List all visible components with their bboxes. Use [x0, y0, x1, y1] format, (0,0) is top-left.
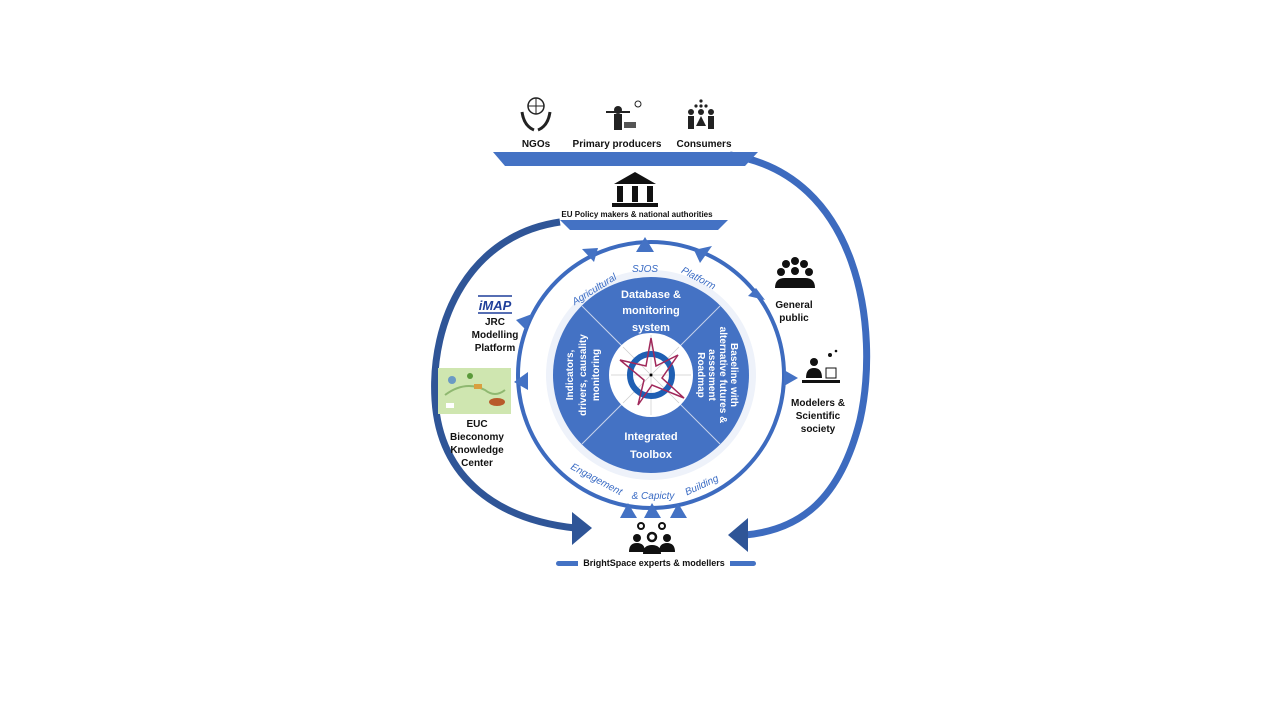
- quadrant-right-line4: Roadmap: [695, 352, 706, 398]
- quadrant-bottom-line2: Toolbox: [630, 449, 673, 461]
- quadrant-top-line2: monitoring: [622, 305, 679, 317]
- quadrant-top-line3: system: [632, 322, 670, 334]
- consumers-label: Consumers: [676, 139, 731, 150]
- left-arc-arrowhead: [572, 512, 592, 545]
- quadrant-bottom-line1: Integrated: [624, 431, 677, 443]
- general-public-crowd-icon: [775, 257, 815, 288]
- modeler-desk-icon: [802, 349, 840, 383]
- ring-arrowheads: [514, 237, 798, 518]
- modelers-line3: society: [801, 424, 836, 435]
- consumers-group-icon: [688, 99, 714, 129]
- primary-producers-label: Primary producers: [573, 139, 662, 150]
- svg-text:iMAP: iMAP: [479, 298, 512, 313]
- euc-line1: EUC: [466, 419, 487, 430]
- jrc-line2: Modelling: [472, 330, 519, 341]
- ring-label-sjos: SJOS: [632, 264, 658, 275]
- imap-logo: iMAP: [478, 295, 512, 314]
- general-public-line2: public: [779, 313, 809, 324]
- modelers-line2: Scientific: [796, 411, 841, 422]
- left-flow-arc: [431, 218, 576, 532]
- quadrant-left-line1: Indicators,: [565, 350, 576, 401]
- ngo-globe-hands-icon: [520, 97, 552, 132]
- quadrant-left-line2: drivers, causality: [578, 334, 589, 416]
- right-arc-arrowhead: [728, 518, 748, 552]
- jrc-line3: Platform: [475, 343, 516, 354]
- top-group-bar: [493, 152, 758, 166]
- quadrant-right-line3: assesment: [706, 349, 717, 401]
- euc-map-illustration: [438, 368, 511, 414]
- experts-gears-team-icon: [629, 522, 675, 554]
- policy-label: EU Policy makers & national authorities: [561, 210, 713, 219]
- bottom-label: BrightSpace experts & modellers: [583, 558, 725, 568]
- policy-bar: [560, 220, 728, 230]
- government-building-icon: [612, 172, 658, 207]
- euc-line3: Knowledge: [450, 445, 504, 456]
- radar-chart-icon: [611, 335, 691, 415]
- euc-line4: Center: [461, 458, 493, 469]
- general-public-line1: General: [775, 300, 812, 311]
- ngos-label: NGOs: [522, 139, 551, 150]
- jrc-line1: JRC: [485, 317, 505, 328]
- quadrant-left-line3: monitoring: [591, 349, 602, 401]
- quadrant-right-line2: alternative futures &: [717, 327, 728, 424]
- quadrant-top-line1: Database &: [621, 289, 681, 301]
- primary-producer-icon: [606, 100, 642, 130]
- euc-line2: Bieconomy: [450, 432, 504, 443]
- quadrant-right-line1: Baseline with: [728, 343, 739, 407]
- ring-label-capacity: & Capicty: [632, 491, 676, 502]
- modelers-line1: Modelers &: [791, 398, 845, 409]
- right-flow-arc: [729, 151, 871, 539]
